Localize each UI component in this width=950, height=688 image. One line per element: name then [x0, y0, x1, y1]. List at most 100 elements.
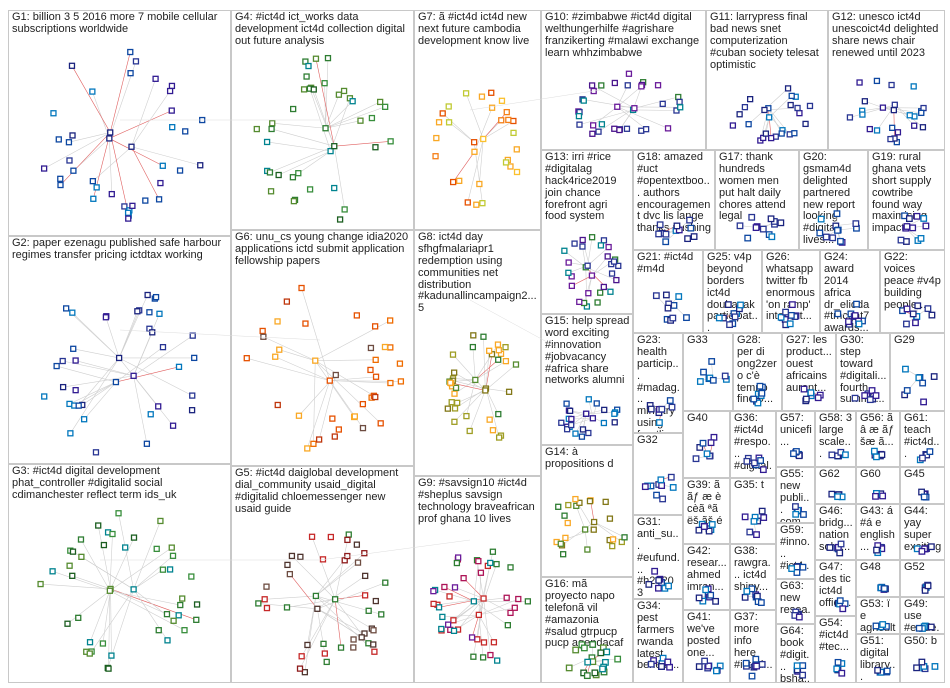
edge-g2-34: [63, 375, 134, 388]
node-g30-4: [868, 387, 876, 394]
node-g5-35: [358, 634, 365, 641]
cluster-g8: G8: ict4d day sfhgfmalariapr1 redemption…: [414, 230, 541, 476]
node-g15-3: [563, 400, 570, 407]
node-g4-4: [295, 170, 302, 177]
edge-g2-8: [73, 348, 120, 359]
node-g7-5: [433, 134, 440, 142]
node-g10-29: [677, 104, 684, 111]
node-g49-5: [927, 623, 935, 631]
node-g8-32: [444, 405, 451, 412]
node-g1-28: [129, 202, 136, 209]
edge-g2-32: [133, 375, 148, 444]
edge-g1-14: [43, 132, 111, 169]
edge-g6-10: [329, 380, 364, 429]
edge-g4-21: [325, 94, 340, 129]
node-g12-3: [919, 124, 927, 131]
edge-g1-12: [131, 146, 201, 166]
node-g6-39: [387, 317, 394, 324]
node-g3-2: [106, 587, 114, 594]
node-g3-30: [108, 652, 115, 659]
node-g14-8: [562, 534, 569, 542]
node-g5-8: [365, 607, 372, 614]
node-g13-0: [588, 272, 596, 279]
edge-g2-33: [74, 381, 117, 406]
node-g12-8: [846, 114, 854, 121]
edge-g14-11: [561, 521, 595, 546]
node-g4-37: [253, 125, 260, 133]
node-g5-1: [312, 592, 320, 600]
node-g12-0: [891, 101, 898, 108]
node-g1-12: [197, 162, 204, 169]
node-g5-18: [323, 658, 330, 666]
node-g3-39: [86, 639, 94, 646]
node-g6-38: [351, 413, 358, 420]
node-g9-42: [515, 595, 522, 603]
node-g3-31: [75, 614, 82, 621]
node-g7-13: [505, 116, 512, 124]
edge-g11-9: [764, 109, 783, 131]
node-g17-9: [736, 222, 744, 230]
node-g2-31: [72, 357, 79, 364]
node-g9-13: [430, 588, 437, 595]
node-g10-13: [598, 121, 606, 128]
node-g5-44: [296, 665, 304, 672]
node-g2-7: [144, 291, 151, 299]
node-g5-17: [283, 604, 291, 611]
node-g1-14: [40, 165, 48, 172]
node-g9-33: [475, 558, 482, 565]
node-g8-3: [454, 399, 461, 406]
node-g10-26: [590, 122, 597, 129]
node-g3-6: [100, 541, 108, 549]
node-g2-2: [112, 378, 120, 386]
node-g12-19: [856, 79, 863, 86]
node-g11-24: [802, 120, 809, 128]
edge-g2-24: [105, 317, 120, 359]
node-g3-15: [77, 536, 85, 543]
node-g30-6: [872, 392, 880, 399]
node-g5-37: [298, 653, 305, 660]
node-g62-3: [828, 490, 836, 498]
node-g28-2: [758, 389, 766, 397]
node-g30-5: [866, 396, 874, 404]
node-g16-5: [614, 655, 622, 663]
edge-g11-20: [768, 108, 772, 139]
edge-g4-26: [315, 58, 335, 147]
node-g55-5: [792, 503, 799, 510]
node-g9-34: [489, 548, 497, 555]
node-g6-10: [359, 424, 367, 432]
node-g6-9: [298, 284, 305, 292]
edge-g8-15: [469, 388, 487, 432]
node-g8-19: [505, 388, 513, 395]
node-g52-5: [924, 582, 932, 590]
node-g23-3: [668, 403, 676, 411]
node-g3-42: [179, 595, 186, 602]
node-g2-32: [143, 440, 151, 447]
node-g13-20: [597, 242, 605, 249]
node-g1-33: [55, 136, 62, 143]
node-g12-11: [911, 122, 918, 129]
node-g2-10: [80, 416, 88, 423]
edge-g1-29: [109, 138, 163, 167]
node-g28-6: [756, 382, 764, 390]
edge-g6-30: [263, 336, 316, 361]
node-g9-28: [511, 604, 518, 611]
edge-g1-38: [109, 51, 131, 133]
node-g18-5: [686, 216, 693, 224]
node-g7-17: [507, 163, 514, 170]
node-g8-7: [512, 361, 520, 368]
edge-g8-24: [452, 354, 486, 391]
node-g6-25: [367, 366, 374, 374]
node-g28-5: [754, 399, 762, 407]
node-g10-4: [664, 125, 672, 132]
node-g12-16: [873, 127, 881, 134]
node-g9-29: [441, 583, 448, 591]
edge-g3-39: [89, 590, 111, 643]
node-g32-7: [641, 483, 649, 491]
edge-g8-35: [454, 388, 487, 423]
node-g6-31: [372, 393, 379, 401]
edge-g8-5: [454, 379, 476, 394]
node-g2-6: [189, 392, 196, 399]
node-g20-8: [822, 233, 830, 241]
node-g18-8: [662, 230, 670, 238]
edge-g12-8: [849, 104, 895, 118]
